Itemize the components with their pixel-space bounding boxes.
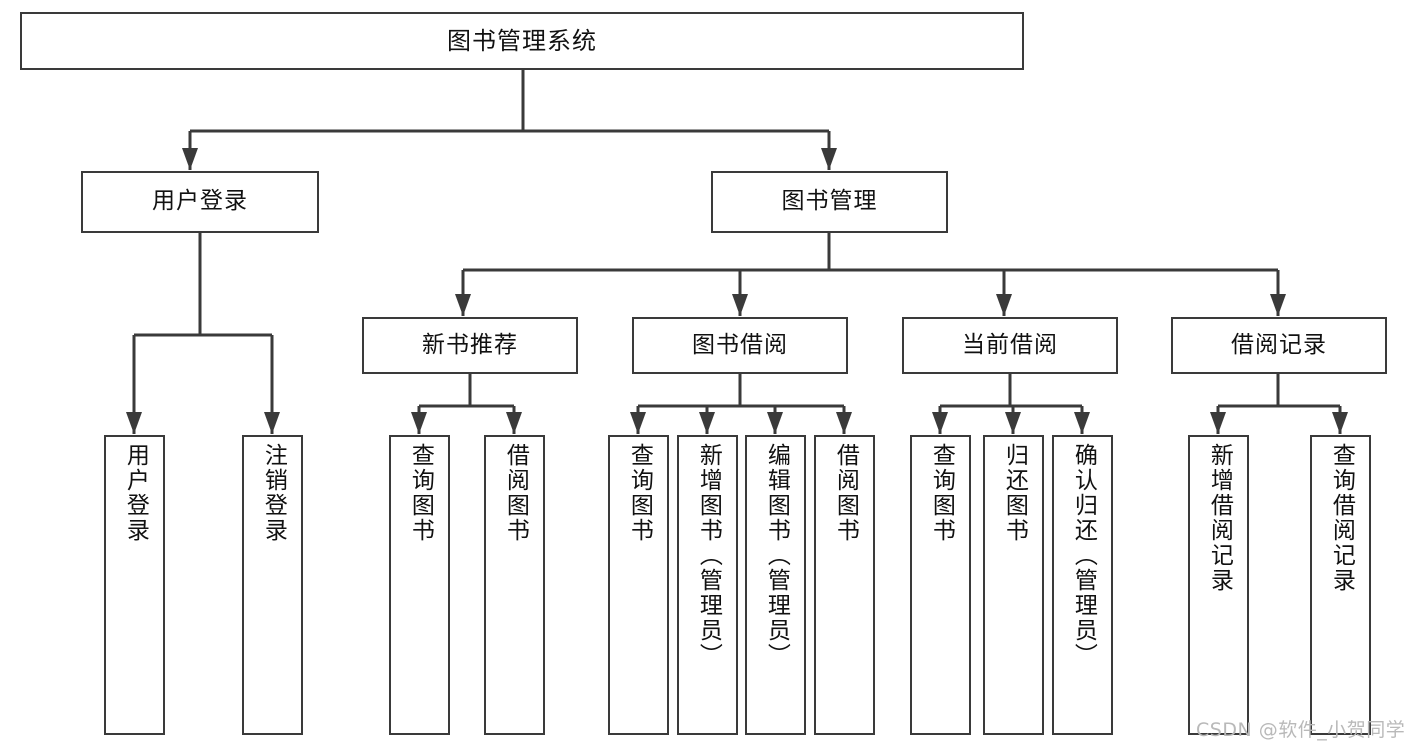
node-book-manage[interactable]: 图书管理 xyxy=(711,171,948,233)
node-label: 查询图书 xyxy=(928,443,955,543)
connector-current-borrow-to-leaves xyxy=(932,374,1090,434)
node-leaf-user-login[interactable]: 用户登录 xyxy=(104,435,165,735)
node-label: 借阅记录 xyxy=(1231,331,1327,358)
node-label: 图书管理系统 xyxy=(447,26,597,55)
node-label: 注销登录 xyxy=(260,443,287,543)
node-leaf-query-book-2[interactable]: 查询图书 xyxy=(608,435,669,735)
connector-root-to-level1 xyxy=(182,70,837,170)
connector-book-manage-to-level2 xyxy=(455,233,1286,316)
node-root[interactable]: 图书管理系统 xyxy=(20,12,1024,70)
node-leaf-confirm-return[interactable]: 确认归还（管理员） xyxy=(1052,435,1113,735)
node-current-borrow[interactable]: 当前借阅 xyxy=(902,317,1118,374)
node-leaf-borrow-book-1[interactable]: 借阅图书 xyxy=(484,435,545,735)
node-label: 编辑图书（管理员） xyxy=(763,443,790,668)
node-leaf-edit-book[interactable]: 编辑图书（管理员） xyxy=(745,435,806,735)
node-leaf-query-book-1[interactable]: 查询图书 xyxy=(389,435,450,735)
node-label: 查询图书 xyxy=(626,443,653,543)
node-leaf-query-record[interactable]: 查询借阅记录 xyxy=(1310,435,1371,735)
node-label: 用户登录 xyxy=(122,443,149,543)
node-label: 用户登录 xyxy=(152,188,248,215)
node-leaf-return-book[interactable]: 归还图书 xyxy=(983,435,1044,735)
node-label: 归还图书 xyxy=(1001,443,1028,543)
node-label: 新增借阅记录 xyxy=(1206,443,1233,593)
node-new-book-rec[interactable]: 新书推荐 xyxy=(362,317,578,374)
node-label: 新书推荐 xyxy=(422,331,518,358)
node-borrow-record[interactable]: 借阅记录 xyxy=(1171,317,1387,374)
node-leaf-add-record[interactable]: 新增借阅记录 xyxy=(1188,435,1249,735)
node-leaf-query-book-3[interactable]: 查询图书 xyxy=(910,435,971,735)
connector-new-book-rec-to-leaves xyxy=(411,374,522,434)
node-label: 借阅图书 xyxy=(502,443,529,543)
node-label: 新增图书（管理员） xyxy=(695,443,722,668)
connector-borrow-record-to-leaves xyxy=(1210,374,1348,434)
node-label: 当前借阅 xyxy=(962,331,1058,358)
node-book-borrow[interactable]: 图书借阅 xyxy=(632,317,848,374)
node-label: 查询借阅记录 xyxy=(1328,443,1355,593)
node-label: 确认归还（管理员） xyxy=(1070,443,1097,668)
node-leaf-logout[interactable]: 注销登录 xyxy=(242,435,303,735)
node-user-login[interactable]: 用户登录 xyxy=(81,171,319,233)
connector-user-login-to-leaves xyxy=(126,233,280,434)
node-leaf-borrow-book-2[interactable]: 借阅图书 xyxy=(814,435,875,735)
node-label: 查询图书 xyxy=(407,443,434,543)
connector-book-borrow-to-leaves xyxy=(630,374,852,434)
node-label: 借阅图书 xyxy=(832,443,859,543)
node-label: 图书借阅 xyxy=(692,331,788,358)
node-leaf-add-book[interactable]: 新增图书（管理员） xyxy=(677,435,738,735)
node-label: 图书管理 xyxy=(781,188,878,215)
